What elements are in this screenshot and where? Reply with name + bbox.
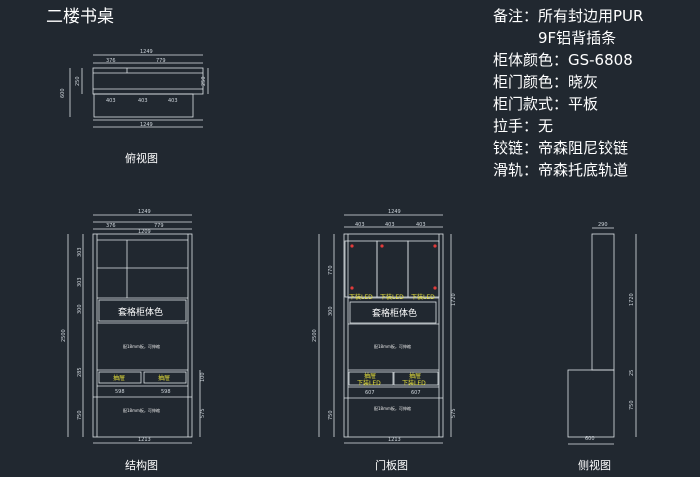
struct-left-5-dim: 750 <box>77 410 83 420</box>
struct-left-1-dim: 303 <box>77 247 83 257</box>
top-lower-3-dim: 403 <box>168 98 178 104</box>
struct-base-dim: 1213 <box>138 437 151 443</box>
note-line-4: 柜门颜色：晓灰 <box>493 73 598 91</box>
struct-bottom-2-dim: 598 <box>161 389 171 395</box>
door-seg-2-dim: 403 <box>385 222 395 228</box>
hinge-marker <box>433 244 437 248</box>
side-right-2-dim: 25 <box>629 370 635 376</box>
door-lower-note: 配18mm板，可伸缩 <box>374 405 411 411</box>
structure-caption: 结构图 <box>125 458 158 472</box>
top-view <box>69 54 209 128</box>
door-cabinet-color-label: 套格柜体色 <box>372 307 417 319</box>
note-line-6: 拉手：无 <box>493 117 553 135</box>
door-seg-1-dim: 403 <box>355 222 365 228</box>
struct-drawer-2: 抽屉 <box>158 374 170 382</box>
drawing-title: 二楼书桌 <box>46 7 114 27</box>
door-view <box>318 214 452 444</box>
struct-left-2-dim: 303 <box>77 277 83 287</box>
door-led-1: 下装LED <box>349 293 373 301</box>
struct-right-1-dim: 100 <box>200 372 206 382</box>
struct-right-2-dim: 575 <box>200 408 206 418</box>
door-bottom-1-dim: 607 <box>365 390 375 396</box>
door-caption: 门板图 <box>375 458 408 472</box>
top-seg-1-dim: 376 <box>106 58 116 64</box>
struct-height-dim: 2500 <box>61 329 67 342</box>
door-bottom-2-dim: 607 <box>411 390 421 396</box>
hinge-marker <box>350 286 354 290</box>
hinge-marker <box>380 244 384 248</box>
door-left-3-dim: 750 <box>328 410 334 420</box>
top-bottom-dim: 1249 <box>140 122 153 128</box>
struct-left-4-dim: 285 <box>77 367 83 377</box>
door-hinges <box>350 244 437 290</box>
notes-block: 备注：所有封边用PUR 9F铝背插条 柜体颜色：GS-6808 柜门颜色：晓灰 … <box>493 7 643 179</box>
side-caption: 侧视图 <box>578 458 611 472</box>
door-led-2: 下装LED <box>380 293 404 301</box>
door-left-2-dim: 300 <box>328 306 334 316</box>
note-line-5: 柜门款式：平板 <box>493 95 598 113</box>
door-drawer-2: 抽屉 <box>409 372 421 380</box>
top-seg-2-dim: 779 <box>156 58 166 64</box>
door-drawer-1: 抽屉 <box>364 372 376 380</box>
top-view-dims: 1249 376 779 403 403 403 1249 600 250 25… <box>60 49 207 128</box>
note-line-7: 铰链：帝森阻尼铰链 <box>493 139 628 157</box>
door-right-2-dim: 575 <box>451 408 457 418</box>
note-line-1: 备注：所有封边用PUR <box>493 7 643 25</box>
top-side-c-dim: 250 <box>201 76 207 86</box>
side-view <box>567 227 637 445</box>
door-drawer-led-2: 下装LED <box>402 379 426 387</box>
structure-view <box>67 214 201 444</box>
door-seg-3-dim: 403 <box>416 222 426 228</box>
struct-drawer-1: 抽屉 <box>113 374 125 382</box>
struct-inner-dim: 1209 <box>138 229 151 235</box>
top-view-caption: 俯视图 <box>125 151 158 165</box>
note-line-8: 滑轨：帝森托底轨道 <box>493 161 628 179</box>
struct-width-dim: 1249 <box>138 209 151 215</box>
door-led-3: 下装LED <box>411 293 435 301</box>
side-labels: 290 1720 25 750 600 <box>585 222 635 442</box>
struct-bottom-1-dim: 598 <box>115 389 125 395</box>
note-line-2: 9F铝背插条 <box>538 29 616 47</box>
structure-labels: 1249 376 779 1209 2500 303 303 300 285 7… <box>61 209 206 443</box>
door-height-dim: 2500 <box>312 329 318 342</box>
side-right-1-dim: 1720 <box>629 293 635 306</box>
top-width-dim: 1249 <box>140 49 153 55</box>
door-right-1-dim: 1720 <box>451 293 457 306</box>
struct-cabinet-color-label: 套格柜体色 <box>118 306 163 318</box>
door-left-1-dim: 770 <box>328 265 334 275</box>
door-width-dim: 1249 <box>388 209 401 215</box>
note-line-3: 柜体颜色：GS-6808 <box>493 51 633 69</box>
hinge-marker <box>350 244 354 248</box>
top-side-b-dim: 250 <box>75 76 81 86</box>
top-side-a-dim: 600 <box>60 88 66 98</box>
top-lower-1-dim: 403 <box>106 98 116 104</box>
struct-left-3-dim: 300 <box>77 304 83 314</box>
side-base-dim: 600 <box>585 436 595 442</box>
struct-seg-1-dim: 376 <box>106 223 116 229</box>
struct-lower-note: 配18mm板，可伸缩 <box>123 407 160 413</box>
door-drawer-led-1: 下装LED <box>357 379 381 387</box>
struct-desk-note: 配18mm板，可伸缩 <box>123 343 160 349</box>
door-desk-note: 配18mm板，可伸缩 <box>374 343 411 349</box>
door-labels: 1249 403 403 403 2500 770 300 750 1720 5… <box>312 209 457 443</box>
door-base-dim: 1213 <box>388 437 401 443</box>
side-right-3-dim: 750 <box>629 400 635 410</box>
hinge-marker <box>433 286 437 290</box>
struct-seg-2-dim: 779 <box>154 223 164 229</box>
side-top-dim: 290 <box>598 222 608 228</box>
top-lower-2-dim: 403 <box>138 98 148 104</box>
